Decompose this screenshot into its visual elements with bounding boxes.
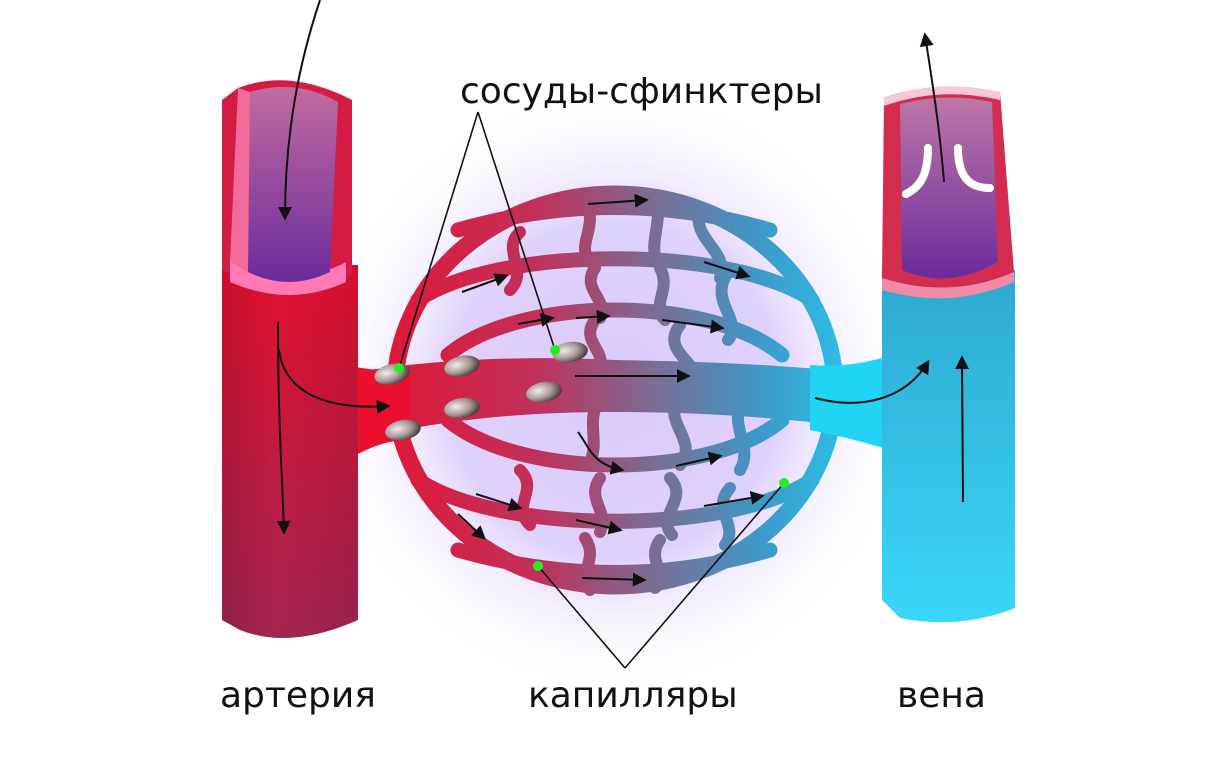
capillary-upper-mid <box>440 302 790 363</box>
capillary-connector <box>579 196 596 268</box>
vein-body <box>882 270 1015 623</box>
pointer-line <box>398 111 479 369</box>
flow-arrow <box>581 572 647 587</box>
flow-arrow <box>575 519 623 535</box>
flow-arrow <box>577 431 625 475</box>
marker-dot <box>394 363 404 373</box>
capillary-connector <box>648 194 666 270</box>
artery-label: артерия <box>220 675 376 716</box>
main-channel <box>340 358 900 445</box>
capillary-connector <box>661 472 683 541</box>
sphincter <box>444 355 480 377</box>
pointer-line <box>624 482 785 669</box>
flow-arrow <box>276 321 291 535</box>
capillary-connector <box>579 532 596 596</box>
flow-arrow <box>278 0 321 221</box>
flow-arrow <box>919 32 945 183</box>
vein <box>882 86 1015 623</box>
sphincters <box>374 341 588 441</box>
pointer-lines <box>398 111 785 669</box>
artery-lumen <box>248 86 338 282</box>
flow-arrow <box>278 349 391 414</box>
artery <box>222 80 358 638</box>
flow-arrow <box>475 493 523 512</box>
flow-arrow <box>955 355 970 503</box>
capillaries-label: капилляры <box>528 675 738 716</box>
capillary-connector <box>514 464 536 531</box>
flow-arrow <box>461 273 509 293</box>
flow-arrow <box>575 309 611 324</box>
flow-arrow <box>661 319 725 334</box>
capillary-connector <box>715 264 739 346</box>
sphincter <box>385 419 421 441</box>
markers <box>394 345 789 571</box>
vein-label: вена <box>897 675 986 716</box>
marker-dot <box>533 561 543 571</box>
flow-arrow <box>703 261 751 280</box>
flow-arrow <box>814 359 930 404</box>
capillary-connector <box>504 226 526 296</box>
marker-dot <box>550 345 560 355</box>
vein-wall-top <box>884 86 1000 106</box>
vein-lumen <box>900 97 998 279</box>
capillary-bottom <box>450 542 778 580</box>
capillary-connector <box>649 534 666 594</box>
flow-arrow <box>517 313 555 327</box>
capillary-connector <box>716 482 736 551</box>
pointer-line <box>477 111 556 351</box>
sphincter <box>526 381 562 403</box>
sphincter <box>444 397 480 419</box>
flow-arrow <box>457 513 487 540</box>
capillary-upper <box>410 251 820 308</box>
capillary-connector <box>692 202 728 284</box>
flow-arrow <box>675 451 723 467</box>
pointer-line <box>537 565 626 669</box>
flow-arrows <box>276 0 970 587</box>
capillary-top <box>450 200 778 238</box>
vein-valve <box>902 144 994 198</box>
sphincter-vessels-label: сосуды-сфинктеры <box>460 71 823 112</box>
sphincter <box>552 341 588 363</box>
flow-arrow <box>587 193 649 208</box>
capillary-connector <box>653 262 671 326</box>
marker-dot <box>779 478 789 488</box>
flow-arrow <box>703 491 765 507</box>
